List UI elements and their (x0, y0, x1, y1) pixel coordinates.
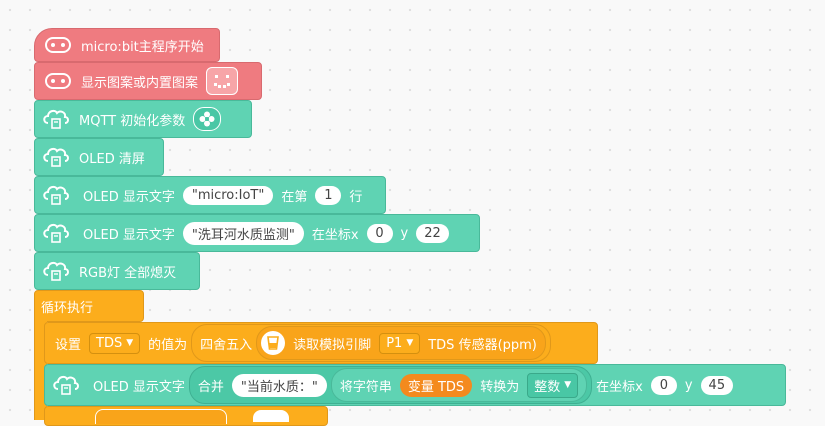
coord-x-label: 在坐标x (311, 227, 359, 243)
partial-input[interactable] (253, 410, 289, 422)
microbit-icon (45, 37, 71, 53)
loop-block-arm (34, 320, 47, 420)
partial-reporter[interactable] (95, 408, 227, 424)
text-input[interactable]: "洗耳河水质监测" (182, 221, 304, 245)
settings-flower-button[interactable] (193, 107, 222, 131)
rgb-off-block[interactable]: RGB灯 全部熄灭 (34, 252, 200, 290)
convert-to-label: 转换为 (480, 379, 520, 395)
type-dropdown-value: 整数 (534, 379, 561, 395)
oled-text-label: OLED 显示文字 (93, 379, 185, 395)
variable-tds-reporter[interactable]: 变量 TDS (399, 373, 473, 397)
value-label: 的值为 (148, 337, 188, 353)
mqtt-init-label: MQTT 初始化参数 (79, 113, 186, 129)
join-text-input[interactable]: "当前水质：" (231, 373, 327, 397)
coord-x-label: 在坐标x (596, 379, 643, 395)
text-input[interactable]: "micro:IoT" (182, 185, 274, 205)
mqtt-init-block[interactable]: MQTT 初始化参数 (34, 100, 252, 138)
sensor-label: TDS 传感器(ppm) (428, 337, 537, 353)
microbit-icon (45, 73, 71, 89)
start-label: micro:bit主程序开始 (81, 39, 204, 55)
coord-y-label: y (400, 225, 409, 241)
oled-clear-label: OLED 清屏 (79, 151, 145, 167)
show-icon-label: 显示图案或内置图案 (81, 75, 199, 91)
loop-block-header[interactable]: 循环执行 (34, 290, 144, 322)
round-reporter[interactable]: 四舍五入 读取模拟引脚 P1 ▼ TDS 传感器(ppm) (191, 324, 551, 362)
read-label: 读取模拟引脚 (293, 337, 372, 353)
rgb-off-label: RGB灯 全部熄灭 (79, 265, 177, 281)
line-prefix-label: 在第 (281, 189, 308, 205)
x-input[interactable]: 0 (366, 223, 393, 243)
flower-icon (199, 111, 215, 127)
oled-text-label: OLED 显示文字 (83, 189, 175, 205)
read-analog-reporter[interactable]: 读取模拟引脚 P1 ▼ TDS 传感器(ppm) (256, 326, 546, 360)
loop-label: 循环执行 (41, 300, 94, 316)
iot-cloud-icon (43, 261, 69, 281)
variable-dropdown[interactable]: TDS ▼ (89, 332, 141, 354)
pin-dropdown-value: P1 (386, 335, 403, 351)
y-input[interactable]: 45 (700, 375, 734, 395)
oled-text-label: OLED 显示文字 (83, 227, 175, 243)
iot-cloud-icon (43, 147, 69, 167)
iot-cloud-icon (43, 185, 69, 205)
x-input[interactable]: 0 (650, 375, 677, 395)
join-label: 合并 (197, 379, 224, 395)
set-label: 设置 (55, 337, 82, 353)
caret-down-icon: ▼ (564, 380, 572, 390)
oled-concat-block[interactable]: OLED 显示文字 合并 "当前水质：" 将字符串 变量 TDS 转换为 整数 … (44, 364, 786, 406)
line-number-input[interactable]: 1 (315, 185, 342, 205)
round-label: 四舍五入 (200, 337, 253, 353)
caret-down-icon: ▼ (406, 338, 414, 348)
next-block-partial[interactable] (44, 406, 328, 426)
y-input[interactable]: 22 (416, 223, 449, 243)
type-dropdown[interactable]: 整数 ▼ (527, 372, 579, 398)
line-suffix-label: 行 (349, 189, 363, 205)
smiley-led-icon (214, 75, 231, 88)
show-icon-block[interactable]: 显示图案或内置图案 (34, 62, 262, 100)
convert-reporter[interactable]: 将字符串 变量 TDS 转换为 整数 ▼ (330, 368, 588, 402)
convert-label: 将字符串 (339, 379, 392, 395)
set-variable-block[interactable]: 设置 TDS ▼ 的值为 四舍五入 读取模拟引脚 P1 ▼ TDS 传感器(pp… (44, 322, 598, 364)
iot-cloud-icon (43, 109, 69, 129)
coord-y-label: y (684, 377, 693, 393)
oled-clear-block[interactable]: OLED 清屏 (34, 138, 164, 176)
iot-cloud-icon (53, 375, 79, 395)
oled-text-xy-block[interactable]: OLED 显示文字 "洗耳河水质监测" 在坐标x 0 y 22 (34, 214, 480, 252)
caret-down-icon: ▼ (126, 338, 134, 348)
variable-dropdown-value: TDS (96, 335, 123, 351)
join-reporter[interactable]: 合并 "当前水质：" 将字符串 变量 TDS 转换为 整数 ▼ (188, 366, 593, 404)
oled-text-line-block[interactable]: OLED 显示文字 "micro:IoT" 在第 1 行 (34, 176, 386, 214)
iot-cloud-icon (43, 223, 69, 243)
microbit-start-block[interactable]: micro:bit主程序开始 (34, 28, 220, 62)
led-pattern-picker[interactable] (206, 67, 239, 95)
pin-dropdown[interactable]: P1 ▼ (379, 332, 421, 354)
sensor-cup-icon (261, 331, 286, 355)
